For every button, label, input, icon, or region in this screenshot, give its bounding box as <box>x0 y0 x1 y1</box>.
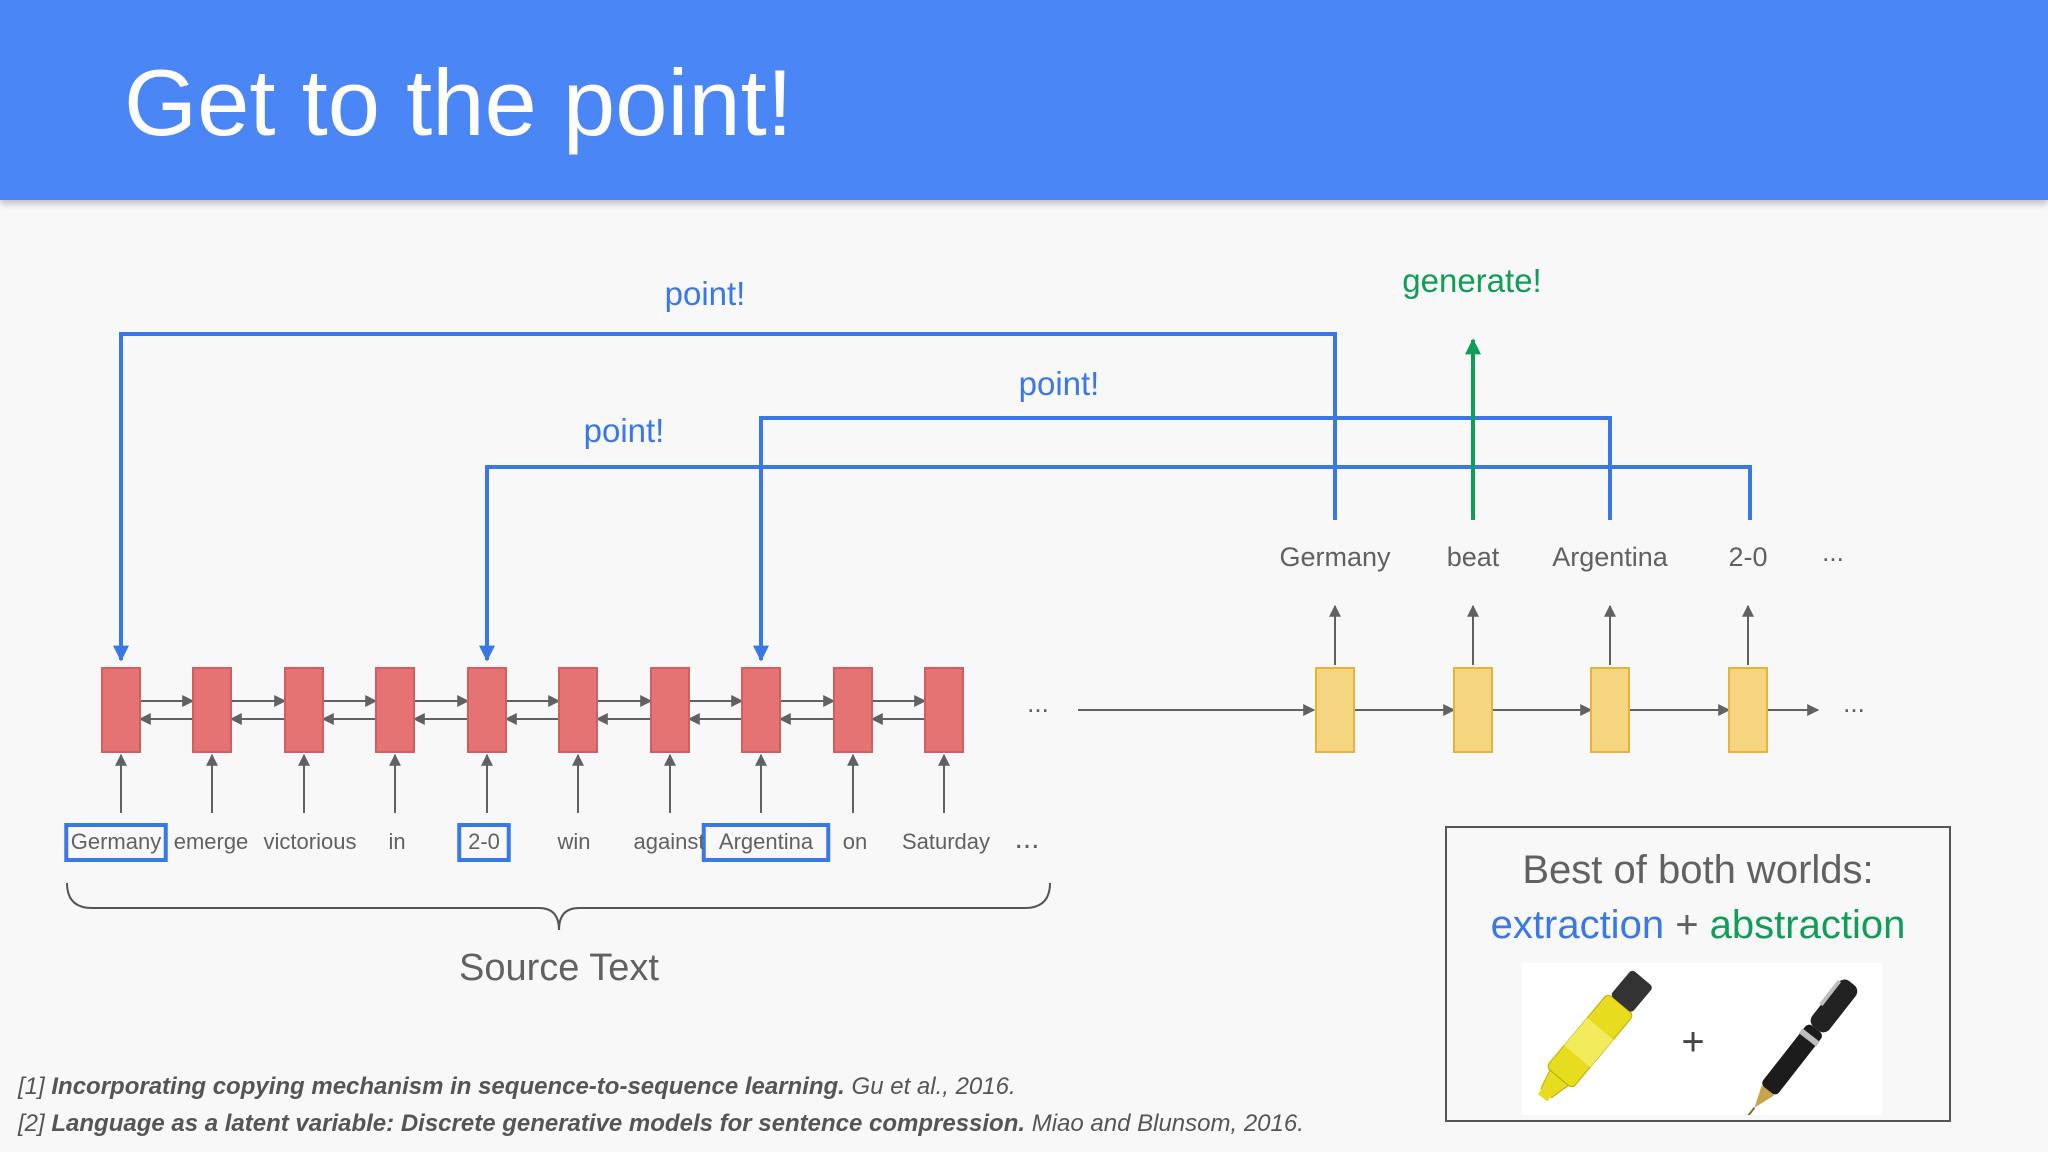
token-highlight-box <box>64 823 168 862</box>
source-token: Saturday <box>902 829 990 854</box>
encoder-cell <box>741 667 781 753</box>
slide-header: Get to the point! <box>0 0 2048 200</box>
encoder-cell <box>101 667 141 753</box>
source-token: win <box>556 829 590 854</box>
encoder-ellipsis: ... <box>1027 688 1049 718</box>
best-of-both-worlds-panel: Best of both worlds: extraction + abstra… <box>1445 826 1951 1122</box>
source-token: against <box>634 829 705 854</box>
token-highlight-box <box>457 823 511 862</box>
reference-2: [2] Language as a latent variable: Discr… <box>18 1110 1304 1137</box>
extraction-label: extraction <box>1490 903 1665 947</box>
encoder-cell <box>558 667 598 753</box>
source-text-label: Source Text <box>459 947 659 989</box>
point-arrow-germany <box>113 332 1337 662</box>
source-token: emerge <box>174 829 249 854</box>
fountain-pen-icon <box>1747 979 1858 1117</box>
generate-label: generate! <box>1402 262 1541 299</box>
encoder-cell <box>375 667 415 753</box>
encoder-cell <box>650 667 690 753</box>
point-label-outer: point! <box>665 275 746 312</box>
panel-title: Best of both worlds: <box>1522 848 1874 892</box>
output-token: 2-0 <box>1728 542 1767 572</box>
output-token: beat <box>1447 542 1500 572</box>
decoder-cell <box>1590 667 1630 753</box>
decoder-ellipsis: ... <box>1843 688 1865 718</box>
decoder-cell <box>1453 667 1493 753</box>
reference-1: [1] Incorporating copying mechanism in s… <box>18 1073 1016 1100</box>
references: [1] Incorporating copying mechanism in s… <box>18 1068 1304 1142</box>
tools-plus: + <box>1681 1020 1704 1064</box>
output-ellipsis: ... <box>1822 537 1844 567</box>
encoder-cell <box>833 667 873 753</box>
source-token: Germany <box>71 829 161 854</box>
tools-illustration: + <box>1522 963 1882 1117</box>
point-arrow-argentina <box>753 416 1612 662</box>
source-token: victorious <box>264 829 357 854</box>
plus-sign: + <box>1675 903 1699 947</box>
decoder-cell <box>1315 667 1355 753</box>
source-ellipsis: ... <box>1014 822 1039 855</box>
highlighter-icon <box>1537 970 1652 1102</box>
slide-title: Get to the point! <box>124 50 793 155</box>
token-highlight-box <box>701 823 831 862</box>
decoder-cell <box>1728 667 1768 753</box>
source-text-brace <box>66 882 1051 931</box>
abstraction-label: abstraction <box>1709 903 1906 947</box>
source-token: Argentina <box>719 829 814 854</box>
point-arrow-2-0 <box>479 465 1752 662</box>
encoder-cell <box>924 667 964 753</box>
output-token: Germany <box>1279 542 1391 572</box>
point-label-right: point! <box>1019 365 1100 402</box>
source-token: 2-0 <box>468 829 500 854</box>
source-token: in <box>388 829 405 854</box>
output-token: Argentina <box>1552 542 1669 572</box>
encoder-cell <box>284 667 324 753</box>
source-token: on <box>843 829 867 854</box>
panel-subtitle: extraction + abstraction <box>1447 903 1949 948</box>
point-label-inner: point! <box>584 412 665 449</box>
encoder-cell <box>192 667 232 753</box>
encoder-cell <box>467 667 507 753</box>
